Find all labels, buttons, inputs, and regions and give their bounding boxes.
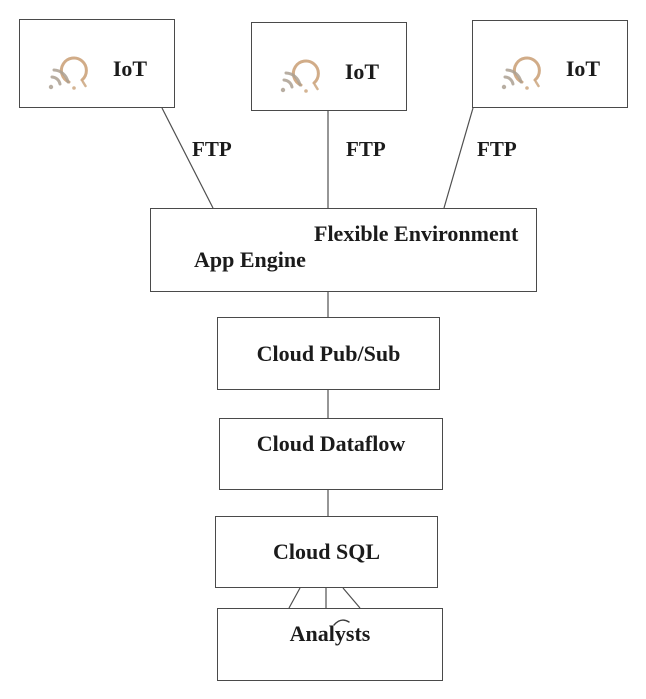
node-cloud-dataflow: Cloud Dataflow [219, 418, 443, 490]
iot-bulb-wifi-icon [47, 46, 99, 92]
node-iot-1: IoT [19, 19, 175, 108]
edge-iot3-appengine [443, 107, 474, 209]
node-iot-3: IoT [472, 20, 628, 108]
iot-bulb-wifi-icon [279, 49, 331, 95]
node-label: IoT [112, 55, 148, 81]
node-label: Cloud SQL [273, 539, 380, 564]
edge-label-ftp-3: FTP [477, 137, 517, 161]
app-engine-name-label: App Engine [194, 247, 306, 272]
node-label: Analysts [289, 620, 371, 646]
node-label: Cloud Pub/Sub [256, 340, 401, 366]
edge-label-ftp-1: FTP [192, 137, 232, 161]
edge-label-ftp-2: FTP [346, 137, 386, 161]
node-analysts: Analysts [217, 608, 443, 681]
node-label: Cloud Dataflow [256, 431, 406, 456]
edge-sql-analysts-left [288, 587, 301, 609]
node-cloud-pubsub: Cloud Pub/Sub [217, 317, 440, 390]
node-app-engine: Flexible Environment App Engine [150, 208, 537, 292]
node-label: IoT [565, 56, 601, 81]
app-engine-environment-label: Flexible Environment [314, 221, 519, 246]
squiggle-mark [333, 619, 350, 626]
node-cloud-sql: Cloud SQL [215, 516, 438, 588]
edge-sql-analysts-right [342, 587, 361, 609]
node-iot-2: IoT [251, 22, 407, 111]
iot-bulb-wifi-icon [500, 46, 552, 92]
node-label: IoT [344, 58, 380, 84]
edge-iot1-appengine [161, 107, 214, 209]
